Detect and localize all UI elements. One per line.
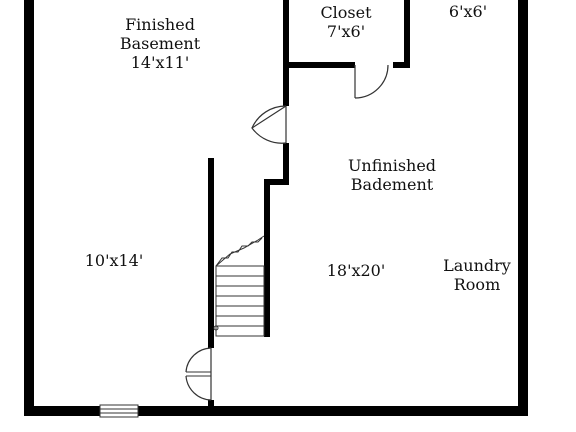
partition-wall-upper <box>283 66 289 106</box>
small-room-size: 6'x6' <box>436 2 500 21</box>
partition-wall-middle <box>283 143 289 185</box>
finished-basement-name-1: Finished <box>125 15 195 34</box>
laundry-name-1: Laundry <box>443 256 511 275</box>
closet-size: 7'x6' <box>326 22 366 41</box>
partition-wall-step <box>264 179 289 185</box>
left-room-size-text: 10'x14' <box>84 251 144 270</box>
stair-wall-right <box>264 179 270 337</box>
wall-bottom-left <box>24 406 100 416</box>
laundry-name-2: Room <box>453 275 501 294</box>
stair-wall-left-lower <box>208 400 214 408</box>
basement-door[interactable] <box>251 105 287 144</box>
staircase <box>213 235 265 337</box>
closet-wall-left <box>283 0 289 66</box>
unfinished-basement-size: 18'x20' <box>314 261 398 280</box>
window <box>99 404 139 418</box>
stair-wall-left <box>208 158 214 348</box>
laundry-room-label: Laundry Room <box>430 256 524 294</box>
closet-wall-right <box>404 0 410 68</box>
finished-basement-size: 14'x11' <box>130 53 190 72</box>
closet-name: Closet <box>320 3 372 22</box>
closet-wall-bottom <box>283 62 355 68</box>
unfinished-basement-size-text: 18'x20' <box>326 261 386 280</box>
unfinished-basement-name-2: Badement <box>350 175 434 194</box>
closet-door[interactable] <box>354 64 389 99</box>
closet-wall-bottom-right <box>393 62 410 68</box>
finished-basement-name-2: Basement <box>119 34 201 53</box>
finished-basement-label: Finished Basement 14'x11' <box>104 15 216 72</box>
double-door[interactable] <box>185 347 212 401</box>
unfinished-basement-name-1: Unfinished <box>347 156 437 175</box>
closet-divider-stub <box>406 0 410 14</box>
unfinished-basement-label: Unfinished Badement <box>326 156 458 194</box>
closet-label: Closet 7'x6' <box>306 3 386 41</box>
wall-left <box>24 0 34 416</box>
wall-right <box>518 0 528 416</box>
small-room-size-text: 6'x6' <box>448 2 488 21</box>
wall-bottom-right <box>138 406 528 416</box>
left-room-size: 10'x14' <box>74 251 154 270</box>
